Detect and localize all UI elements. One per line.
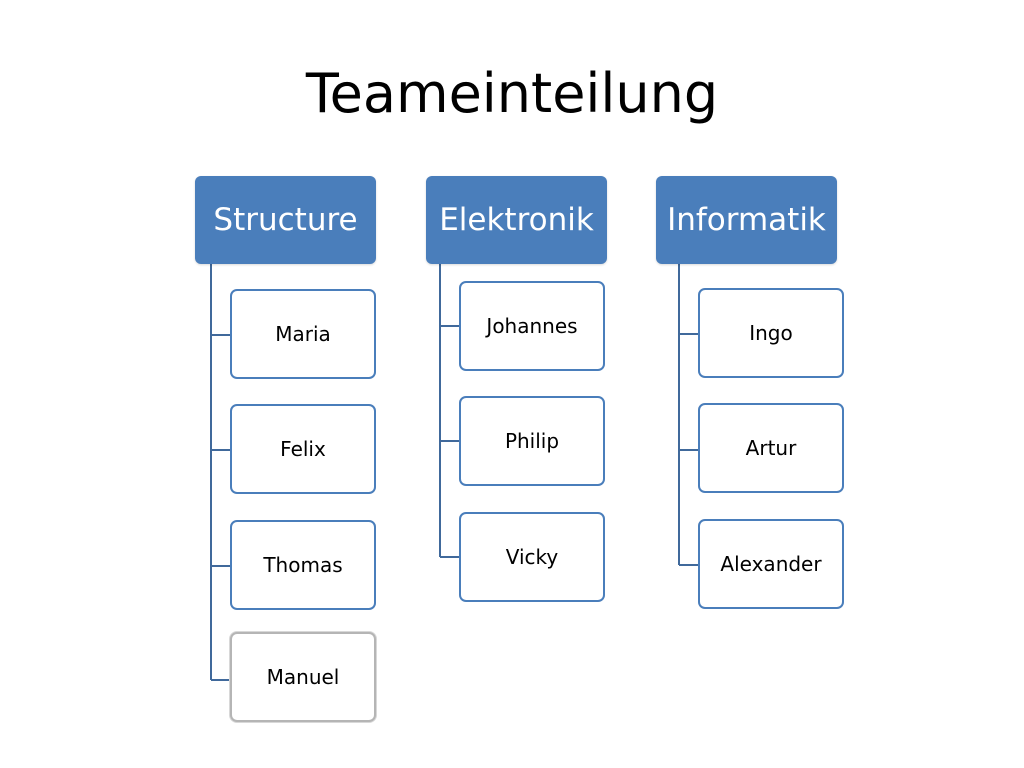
team-header-structure: Structure [195, 176, 376, 264]
team-member-box: Alexander [698, 519, 844, 609]
slide-title: Teameinteilung [305, 62, 719, 125]
team-member-box: Artur [698, 403, 844, 493]
team-member-box: Ingo [698, 288, 844, 378]
team-header-informatik: Informatik [656, 176, 837, 264]
team-header-elektronik: Elektronik [426, 176, 607, 264]
team-member-box: Vicky [459, 512, 605, 602]
team-member-box: Maria [230, 289, 376, 379]
team-member-box: Philip [459, 396, 605, 486]
team-member-box: Thomas [230, 520, 376, 610]
team-member-box: Manuel [230, 632, 376, 722]
team-member-box: Felix [230, 404, 376, 494]
team-member-box: Johannes [459, 281, 605, 371]
